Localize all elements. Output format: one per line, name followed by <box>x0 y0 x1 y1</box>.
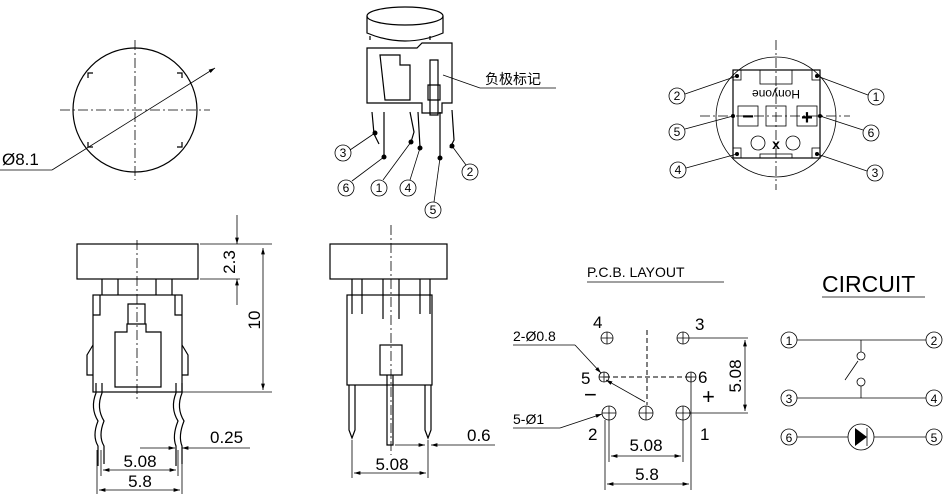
pin-callout: 1 <box>867 88 885 106</box>
vertical-pitch-dim: 5.08 <box>726 359 745 392</box>
width-dim: 5.8 <box>635 465 659 484</box>
pcb-pin-label: 5 <box>581 369 590 388</box>
cap-height-dim: 2.3 <box>220 250 239 274</box>
top-view: Ø8.1 <box>0 40 216 180</box>
side-view: 0.6 5.08 <box>329 225 495 478</box>
circuit-pin: 4 <box>925 389 943 407</box>
polarity-mark-label: 负极标记 <box>485 71 541 87</box>
brand-text: Honyone <box>752 87 800 101</box>
svg-text:6: 6 <box>786 431 793 445</box>
total-height-dim: 10 <box>245 311 264 330</box>
pin-callout: 2 <box>668 87 686 105</box>
svg-text:2: 2 <box>467 165 474 179</box>
pin-pitch-dim: 5.08 <box>375 455 408 474</box>
svg-text:4: 4 <box>405 181 412 195</box>
svg-text:2: 2 <box>931 334 938 348</box>
svg-text:5: 5 <box>931 431 938 445</box>
pin-callout: 4 <box>399 179 417 197</box>
svg-text:6: 6 <box>343 181 350 195</box>
svg-text:4: 4 <box>931 392 938 406</box>
body-width-dim: 5.8 <box>128 472 152 491</box>
small-hole-label: 2-Ø0.8 <box>513 328 556 344</box>
circuit-pin: 5 <box>925 428 943 446</box>
pin-width-dim: 0.6 <box>467 426 491 445</box>
svg-text:2: 2 <box>674 89 681 103</box>
svg-text:3: 3 <box>340 146 347 160</box>
svg-text:3: 3 <box>872 166 879 180</box>
svg-text:5: 5 <box>430 203 437 217</box>
circuit-pin: 1 <box>780 331 798 349</box>
pin-callout: 5 <box>424 201 442 219</box>
pcb-minus-mark: − <box>584 382 597 407</box>
pin-callout: 6 <box>862 124 880 142</box>
pin-pitch-dim: 5.08 <box>123 452 156 471</box>
pcb-title: P.C.B. LAYOUT <box>587 264 685 280</box>
pcb-pin-label: 4 <box>593 313 602 332</box>
svg-text:1: 1 <box>786 334 793 348</box>
pcb-pin-label: 6 <box>698 368 707 387</box>
horizontal-pitch-dim: 5.08 <box>629 436 662 455</box>
pcb-pin-label: 2 <box>588 425 597 444</box>
pin-callout: 4 <box>669 161 687 179</box>
svg-text:1: 1 <box>376 181 383 195</box>
circuit: CIRCUIT 1 2 3 4 6 5 <box>780 271 943 451</box>
pin-thickness-dim: 0.25 <box>210 428 243 447</box>
x-mark: x <box>772 136 780 152</box>
svg-text:3: 3 <box>786 392 793 406</box>
pcb-plus-mark: + <box>702 384 715 409</box>
pin-callout: 5 <box>668 123 686 141</box>
large-hole-label: 5-Ø1 <box>513 411 544 427</box>
pin-callout: 3 <box>334 144 352 162</box>
circuit-pin: 3 <box>780 389 798 407</box>
circuit-title: CIRCUIT <box>822 271 915 297</box>
circuit-pin: 6 <box>780 428 798 446</box>
diameter-label: Ø8.1 <box>2 150 39 169</box>
pcb-pin-label: 1 <box>700 425 709 444</box>
pcb-layout: P.C.B. LAYOUT 4 3 5 6 2 1 − + 2-Ø0.8 5-Ø… <box>513 264 748 490</box>
front-view: 2.3 10 0.25 5.08 5.8 <box>76 215 272 494</box>
iso-view: 负极标记 3 6 1 4 5 2 <box>334 6 556 219</box>
svg-text:4: 4 <box>675 163 682 177</box>
pcb-pin-label: 3 <box>695 315 704 334</box>
plus-mark: + <box>801 107 813 129</box>
pin-callout: 1 <box>370 179 388 197</box>
pin-callout: 2 <box>461 163 479 181</box>
minus-mark: − <box>742 106 754 128</box>
svg-text:5: 5 <box>674 125 681 139</box>
pin-callout: 6 <box>337 179 355 197</box>
bottom-view: Honyone − + x 2 1 5 6 4 3 <box>668 40 885 190</box>
circuit-pin: 2 <box>925 331 943 349</box>
svg-text:1: 1 <box>873 90 880 104</box>
pin-callout: 3 <box>866 164 884 182</box>
svg-text:6: 6 <box>868 126 875 140</box>
